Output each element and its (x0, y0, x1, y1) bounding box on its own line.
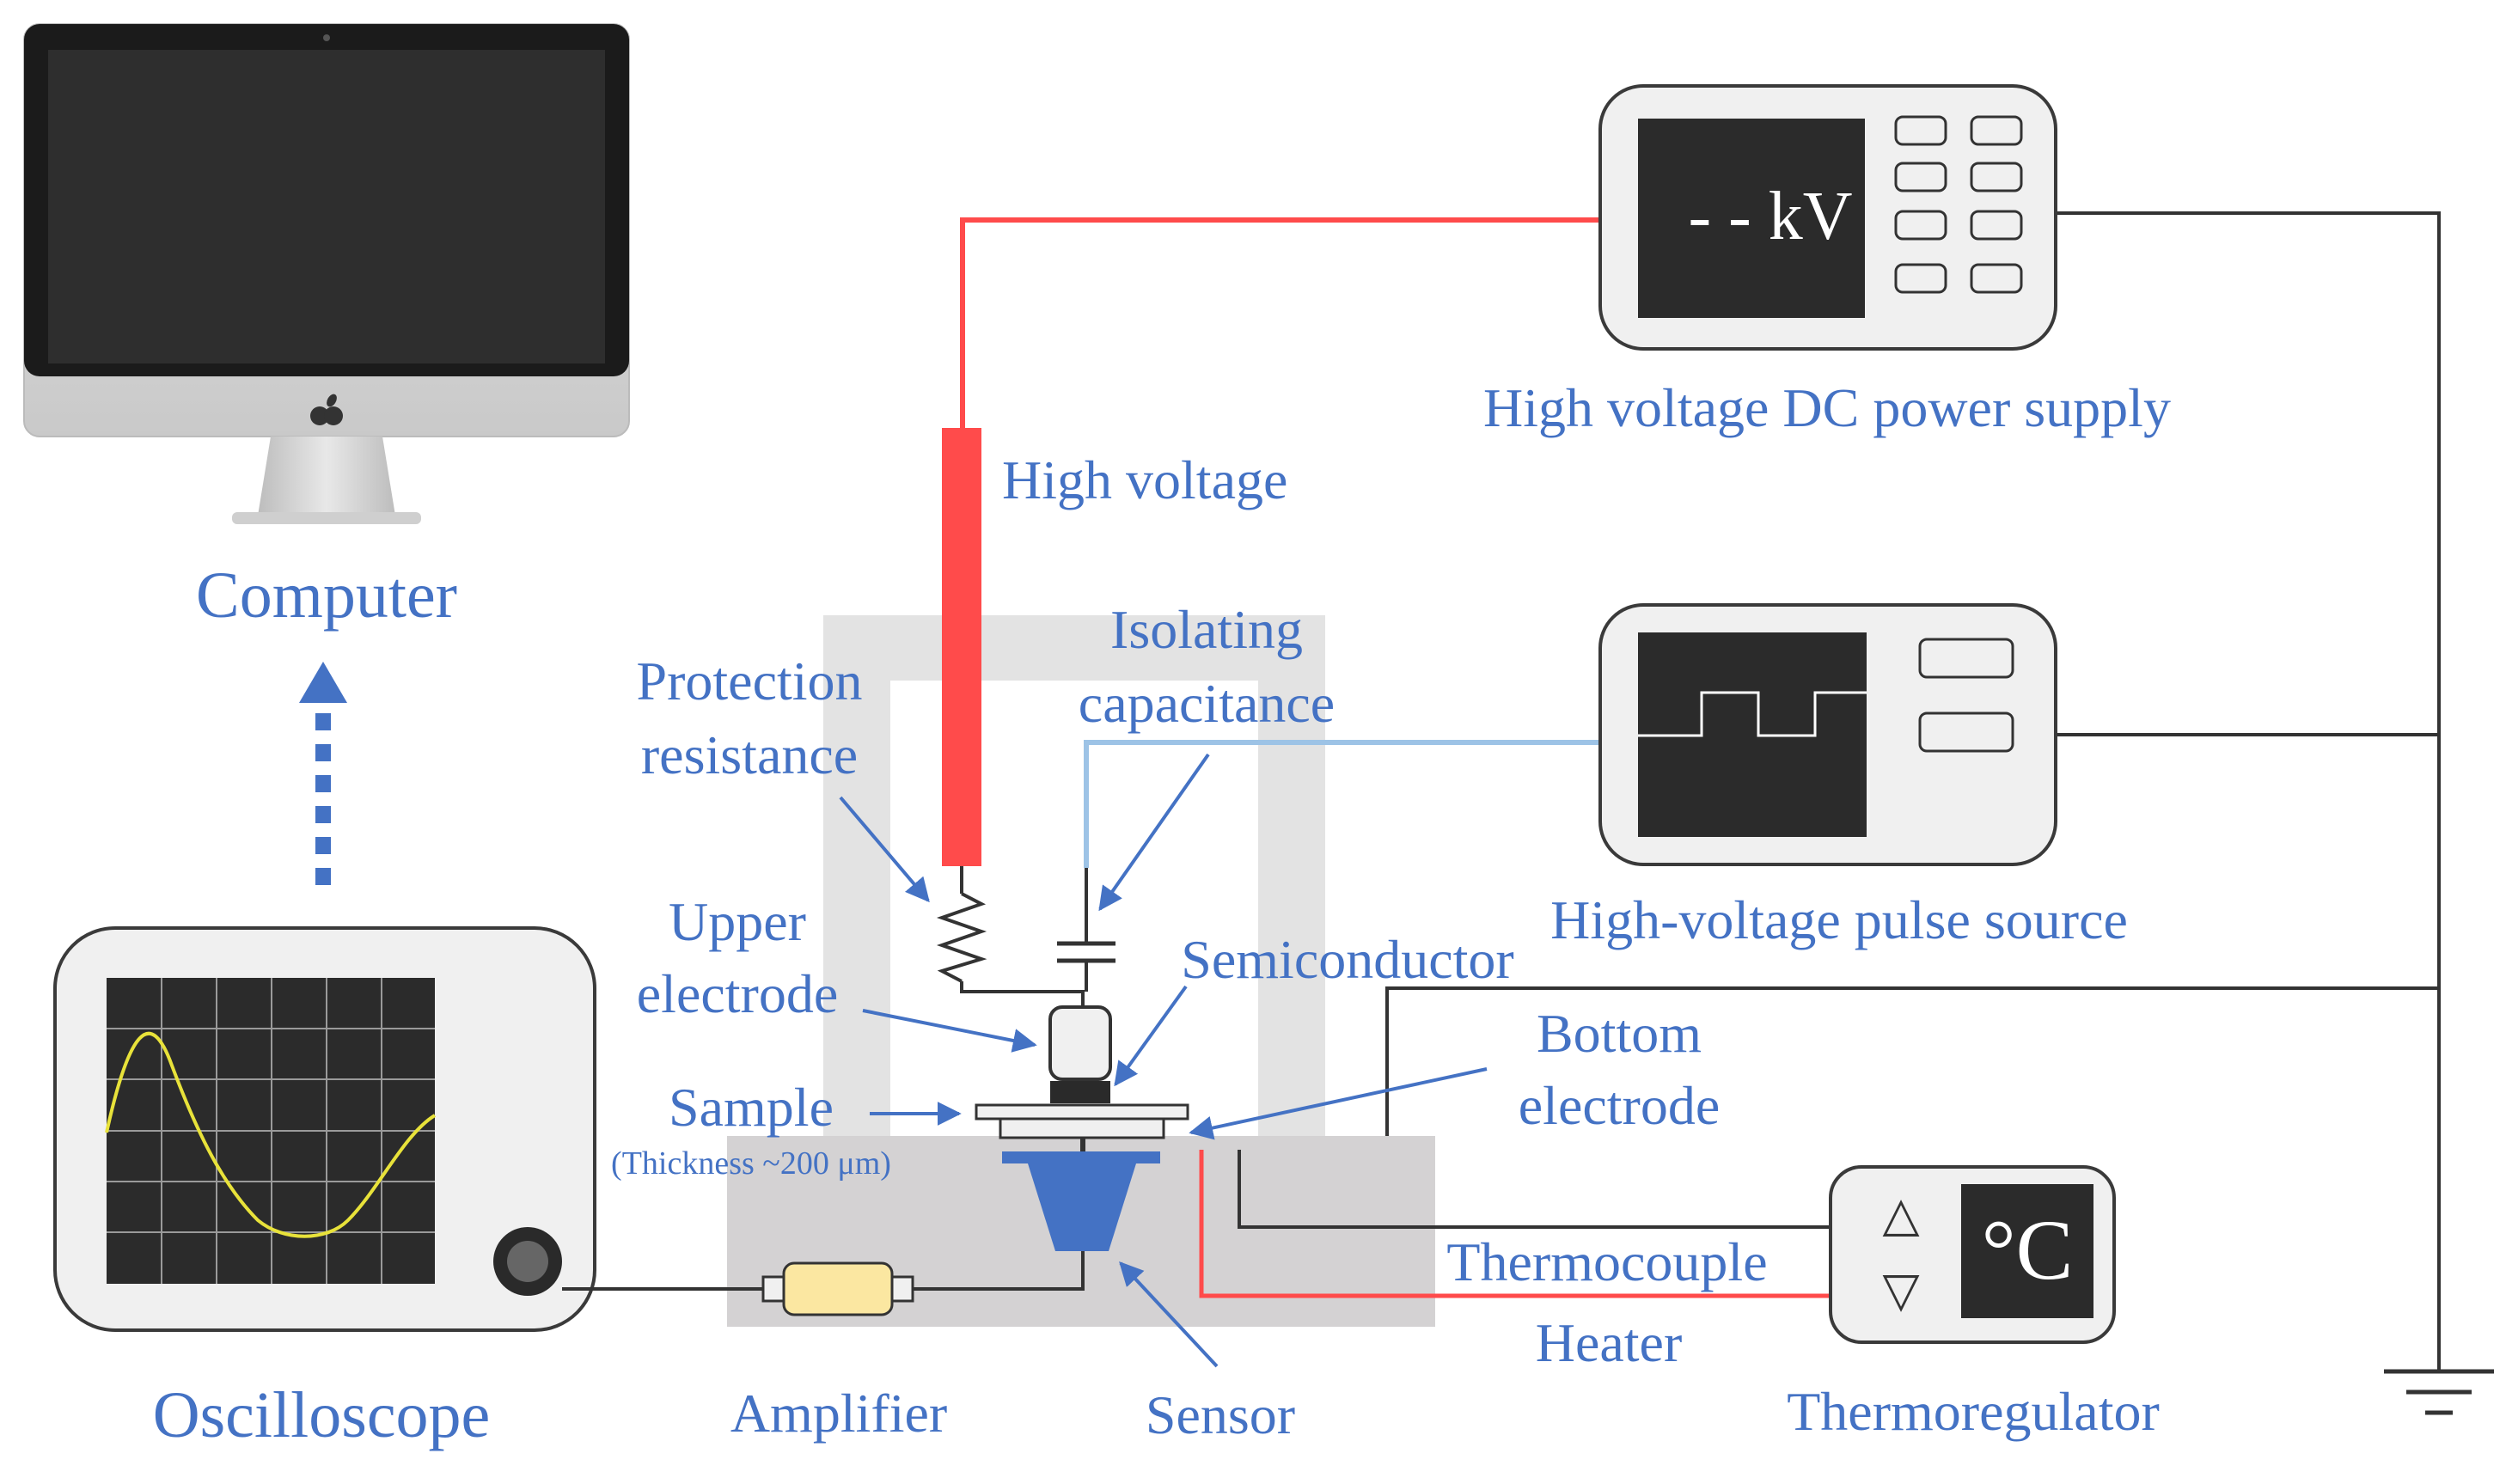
amplifier-label: Amplifier (730, 1383, 947, 1444)
bottom-electrode-label-2: electrode (1519, 1075, 1721, 1136)
amplifier-icon (761, 1261, 914, 1316)
upper-electrode-label-2: electrode (637, 963, 839, 1024)
dc-supply-button (1894, 162, 1947, 192)
dc-supply-readout: - - kV (1688, 179, 1852, 254)
dc-supply-button (1970, 115, 2023, 146)
dashed-up-arrow-icon (299, 662, 347, 885)
dc-supply-display (1638, 119, 1865, 318)
thermo-down-icon: ▽ (1882, 1264, 1919, 1317)
semiconductor-label: Semiconductor (1181, 929, 1513, 990)
thermoregulator: °C △ ▽ (1829, 1165, 2116, 1344)
high-voltage-label: High voltage (1002, 449, 1287, 510)
sample-label: Sample (669, 1077, 834, 1138)
pulse-button (1918, 638, 2014, 679)
dc-supply-button (1970, 263, 2023, 294)
thermo-up-icon: △ (1882, 1188, 1919, 1242)
thermocouple-label: Thermocouple (1446, 1231, 1767, 1292)
pulse-button (1918, 711, 2014, 753)
dc-supply-button (1970, 162, 2023, 192)
bottom-electrode-label-1: Bottom (1537, 1003, 1702, 1064)
dc-supply-button (1894, 210, 1947, 241)
electrode-frame (823, 615, 1325, 1141)
hv-dc-power-supply: - - kV (1598, 84, 2057, 351)
capacitor-icon (1057, 941, 1115, 963)
protection-resistance-label-2: resistance (641, 724, 858, 785)
sensor-plate (1002, 1151, 1160, 1163)
square-wave-trace (1638, 691, 1867, 737)
computer-label: Computer (196, 559, 457, 632)
high-voltage-wire (960, 217, 1600, 430)
thermoregulator-display (1961, 1184, 2093, 1318)
thermoregulator-unit: °C (1982, 1202, 2074, 1298)
computer-icon (23, 23, 630, 524)
sample-thickness-label: (Thickness ~200 μm) (611, 1145, 891, 1182)
oscilloscope (53, 926, 596, 1332)
ground-symbol-icon (2384, 1369, 2494, 1415)
sensor-icon (1028, 1163, 1136, 1251)
oscilloscope-label: Oscilloscope (153, 1379, 491, 1451)
hv-pulse-source (1598, 603, 2057, 866)
high-voltage-probe (942, 428, 981, 866)
thermocouple-wire (1238, 1150, 1831, 1229)
isolating-capacitance-label-2: capacitance (1079, 673, 1335, 734)
isolating-capacitance-label-1: Isolating (1110, 599, 1303, 660)
upper-electrode (1048, 1005, 1112, 1081)
pulse-wire (1084, 740, 1600, 868)
dc-supply-button (1894, 115, 1947, 146)
upper-electrode-label-1: Upper (669, 891, 806, 952)
protection-resistance-label-1: Protection (636, 650, 862, 711)
semiconductor-layer (1050, 1081, 1110, 1103)
sensor-label: Sensor (1146, 1384, 1295, 1445)
resistor-zigzag-icon (936, 892, 987, 983)
waveform-trace (105, 1031, 437, 1238)
hv-pulse-source-label: High-voltage pulse source (1550, 889, 2128, 950)
sample-disc (975, 1103, 1189, 1121)
heater-label: Heater (1536, 1312, 1683, 1373)
dc-supply-button (1970, 210, 2023, 241)
heater-wire (1199, 1150, 1831, 1298)
apple-logo-icon (310, 394, 343, 425)
oscilloscope-input-connector (493, 1227, 562, 1296)
hv-dc-supply-label: High voltage DC power supply (1483, 377, 2171, 438)
bottom-electrode (999, 1117, 1165, 1139)
dc-supply-button (1894, 263, 1947, 294)
thermoregulator-label: Thermoregulator (1787, 1381, 2160, 1442)
